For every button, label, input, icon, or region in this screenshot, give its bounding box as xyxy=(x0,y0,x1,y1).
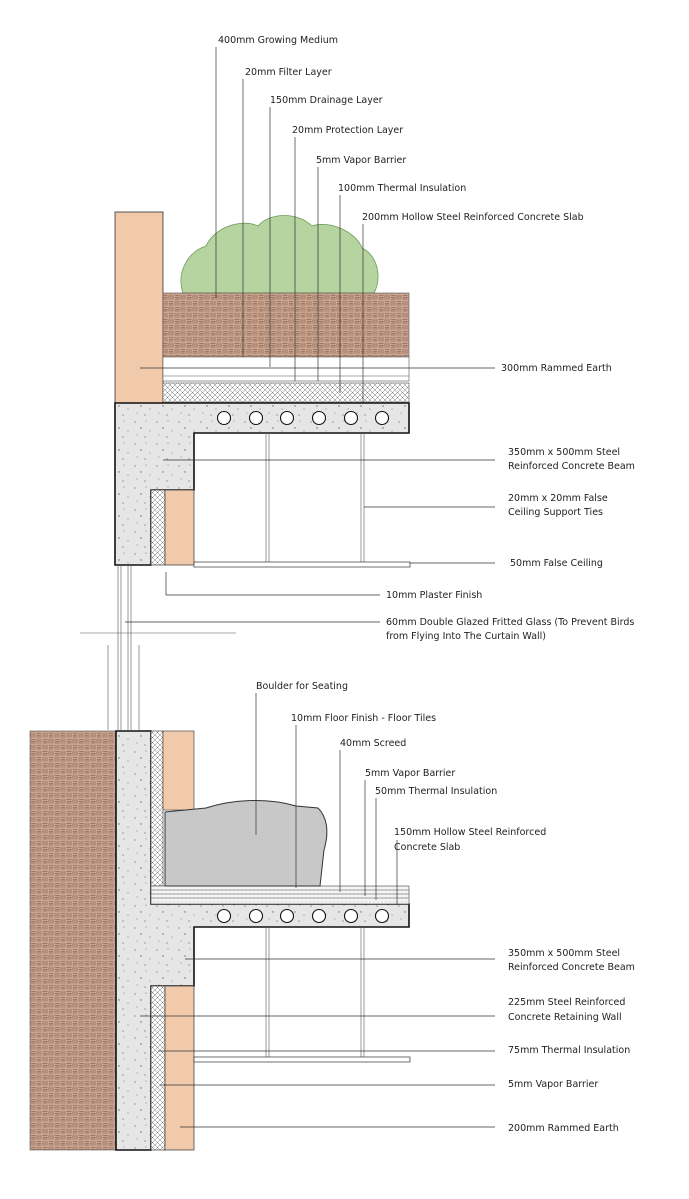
label-rammed-earth-upper: 300mm Rammed Earth xyxy=(501,363,612,374)
floor-build-up xyxy=(150,885,410,905)
label-slab-lower-2: Concrete Slab xyxy=(394,842,460,853)
label-ties-2: Ceiling Support Ties xyxy=(508,507,603,518)
label-retaining-wall-1: 225mm Steel Reinforced xyxy=(508,997,625,1008)
curtain-wall-glass xyxy=(80,565,236,730)
label-false-ceiling: 50mm False Ceiling xyxy=(510,558,603,569)
rammed-earth-lower xyxy=(164,985,195,1151)
label-wall-vapor: 5mm Vapor Barrier xyxy=(508,1079,598,1090)
label-screed: 40mm Screed xyxy=(340,738,406,749)
rammed-earth-wall-upper xyxy=(114,211,164,404)
label-glass-1: 60mm Double Glazed Fritted Glass (To Pre… xyxy=(386,617,634,628)
rammed-earth-lower-upper xyxy=(164,489,195,566)
drainage-layer xyxy=(162,356,410,382)
wall-insulation-lower-top xyxy=(150,730,164,887)
label-hollow-slab-upper: 200mm Hollow Steel Reinforced Concrete S… xyxy=(362,212,584,223)
wall-insulation-lower xyxy=(150,985,166,1151)
label-rammed-earth-lower: 200mm Rammed Earth xyxy=(508,1123,619,1134)
label-beam-lower-1: 350mm x 500mm Steel xyxy=(508,948,620,959)
label-filter-layer: 20mm Filter Layer xyxy=(245,67,332,78)
label-retaining-wall-2: Concrete Retaining Wall xyxy=(508,1012,622,1023)
label-protection-layer: 20mm Protection Layer xyxy=(292,125,403,136)
label-plaster-finish: 10mm Plaster Finish xyxy=(386,590,482,601)
label-vapor-barrier-upper: 5mm Vapor Barrier xyxy=(316,155,406,166)
label-glass-2: from Flying Into The Curtain Wall) xyxy=(386,631,546,642)
label-thermal-insulation-lower: 50mm Thermal Insulation xyxy=(375,786,497,797)
label-beam-upper-1: 350mm x 500mm Steel xyxy=(508,447,620,458)
green-roof-plant xyxy=(180,215,379,294)
slab-voids-lower xyxy=(216,908,390,924)
growing-medium-layer xyxy=(162,292,410,358)
label-wall-insulation: 75mm Thermal Insulation xyxy=(508,1045,630,1056)
label-floor-finish: 10mm Floor Finish - Floor Tiles xyxy=(291,713,436,724)
label-boulder: Boulder for Seating xyxy=(256,681,348,692)
label-beam-upper-2: Reinforced Concrete Beam xyxy=(508,461,635,472)
boulder-seat xyxy=(164,800,328,887)
thermal-insulation-upper xyxy=(162,382,410,403)
label-slab-lower-1: 150mm Hollow Steel Reinforced xyxy=(394,827,546,838)
wall-insulation-upper xyxy=(150,489,166,566)
lower-section: Boulder for Seating 10mm Floor Finish - … xyxy=(29,681,635,1151)
label-thermal-insulation-upper: 100mm Thermal Insulation xyxy=(338,183,466,194)
false-ceiling-upper xyxy=(193,561,411,568)
slab-voids-upper xyxy=(216,410,390,426)
label-growing-medium: 400mm Growing Medium xyxy=(218,35,338,46)
rammed-earth-lower-top xyxy=(162,730,195,811)
label-drainage-layer: 150mm Drainage Layer xyxy=(270,95,383,106)
surrounding-earth xyxy=(29,730,117,1151)
false-ceiling-lower xyxy=(193,1056,411,1063)
label-vapor-barrier-lower: 5mm Vapor Barrier xyxy=(365,768,455,779)
label-beam-lower-2: Reinforced Concrete Beam xyxy=(508,962,635,973)
label-ties-1: 20mm x 20mm False xyxy=(508,493,608,504)
upper-section: 400mm Growing Medium 20mm Filter Layer 1… xyxy=(80,35,635,730)
